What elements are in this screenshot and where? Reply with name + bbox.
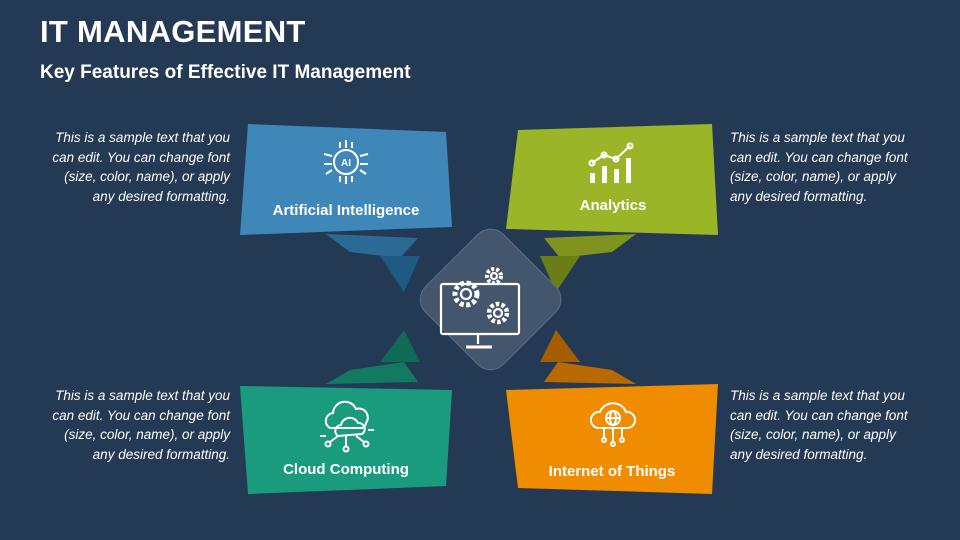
monitor-gears-icon [439, 267, 521, 349]
ai-card: AI Artificial Intelligence [240, 124, 452, 292]
iot-description: This is a sample text that you can edit.… [730, 388, 908, 462]
svg-text:AI: AI [341, 158, 351, 169]
iot-fold-back [544, 362, 636, 384]
ai-label: Artificial Intelligence [273, 202, 420, 219]
cloud-card: Cloud Computing [240, 330, 452, 494]
ai-chip-icon: AI [323, 140, 369, 184]
analytics-label: Analytics [580, 197, 647, 214]
iot-label: Internet of Things [549, 463, 676, 480]
iot-fold-tip [540, 330, 580, 362]
iot-card: Internet of Things [506, 330, 718, 494]
cloud-network-icon [320, 400, 374, 453]
cloud-description: This is a sample text that you can edit.… [52, 388, 230, 462]
cloud-fold-tip [380, 330, 420, 362]
center-hub [419, 228, 562, 371]
analytics-card-shape [506, 124, 718, 235]
cloud-label: Cloud Computing [283, 461, 409, 478]
page-subtitle: Key Features of Effective IT Management [40, 62, 411, 83]
ai-fold-tip [380, 256, 420, 292]
analytics-description: This is a sample text that you can edit.… [730, 130, 908, 204]
analytics-fold-back [544, 234, 636, 258]
ai-fold-back [326, 234, 418, 258]
analytics-card: Analytics [506, 124, 718, 292]
cloud-fold-back [326, 362, 418, 384]
analytics-fold-tip [540, 256, 580, 292]
ai-description: This is a sample text that you can edit.… [52, 130, 230, 204]
bar-chart-icon [588, 142, 634, 183]
page-title: IT MANAGEMENT [40, 14, 306, 49]
cloud-globe-icon [589, 402, 637, 447]
